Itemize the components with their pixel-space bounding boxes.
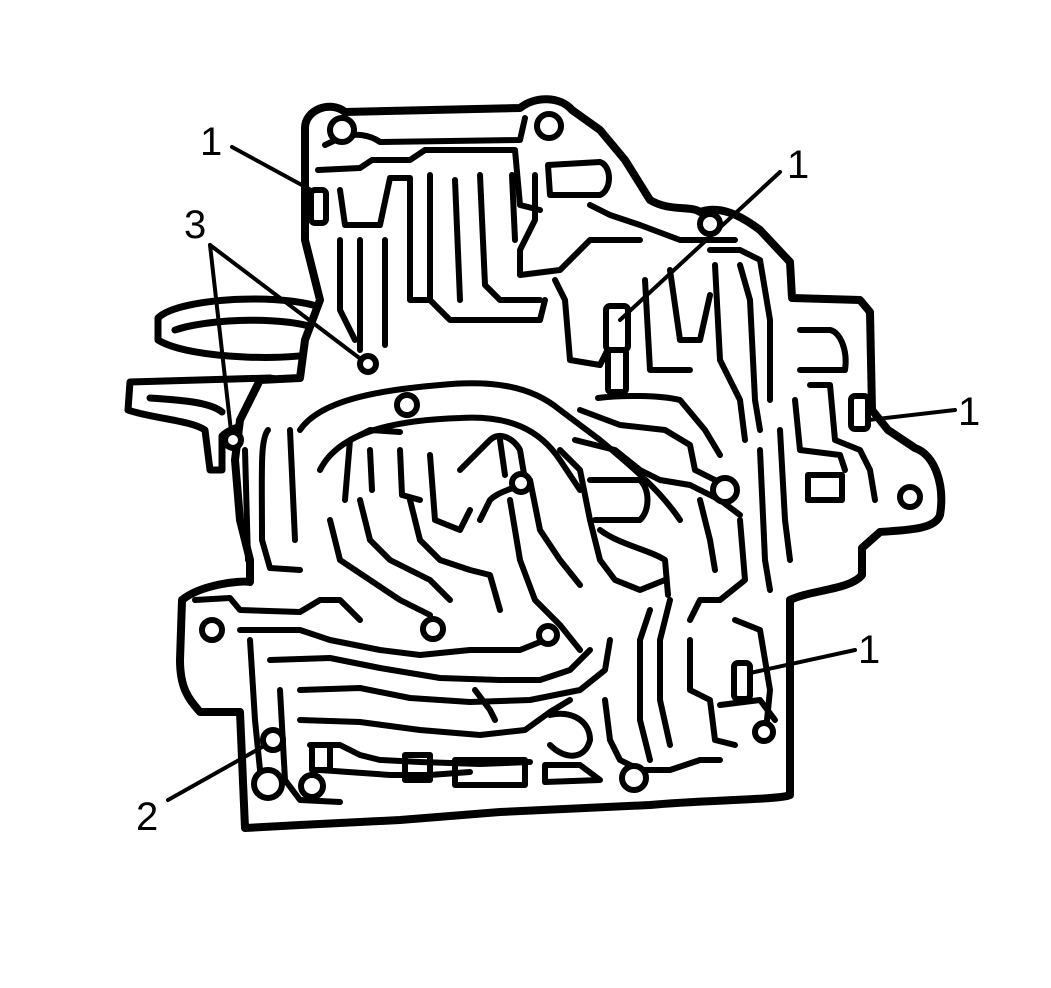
fluid-channels xyxy=(192,115,878,805)
leader-line xyxy=(866,408,957,422)
bolt-hole xyxy=(697,211,723,237)
orifice-ball xyxy=(222,429,244,451)
bolt-hole xyxy=(710,475,740,505)
filter-screen xyxy=(603,303,631,353)
bolt-hole xyxy=(534,111,564,141)
filter-screen xyxy=(605,347,629,395)
check-ball xyxy=(260,727,286,753)
bolt-hole xyxy=(251,767,285,801)
bolt-hole xyxy=(619,763,649,793)
leader-line xyxy=(748,648,857,675)
leader-lines xyxy=(166,145,957,802)
callout-3: 3 xyxy=(184,203,206,247)
filter-screen xyxy=(308,187,329,226)
bolt-hole xyxy=(327,115,357,145)
bolt-hole xyxy=(509,471,533,495)
leader-line xyxy=(208,243,364,362)
callout-1-top-left: 1 xyxy=(200,120,222,164)
callout-2: 2 xyxy=(136,795,158,839)
callout-1-lower-right: 1 xyxy=(858,628,880,672)
bolt-hole xyxy=(897,484,923,510)
bolt-hole xyxy=(420,616,446,642)
leader-line xyxy=(618,170,782,322)
callout-labels: 1 1 1 1 2 3 xyxy=(136,120,980,839)
bolt-hole xyxy=(752,720,776,744)
leader-line xyxy=(208,243,233,433)
callout-1-right: 1 xyxy=(958,390,980,434)
callout-1-top-right: 1 xyxy=(787,143,809,187)
leader-line xyxy=(230,145,313,192)
bolt-hole xyxy=(298,772,326,800)
bolt-hole xyxy=(394,392,420,418)
filter-screen xyxy=(848,393,871,432)
bolt-hole xyxy=(199,617,225,643)
leader-line xyxy=(166,744,266,802)
bolt-holes xyxy=(199,111,923,801)
bolt-hole xyxy=(536,623,560,647)
filter-screen xyxy=(731,660,753,702)
